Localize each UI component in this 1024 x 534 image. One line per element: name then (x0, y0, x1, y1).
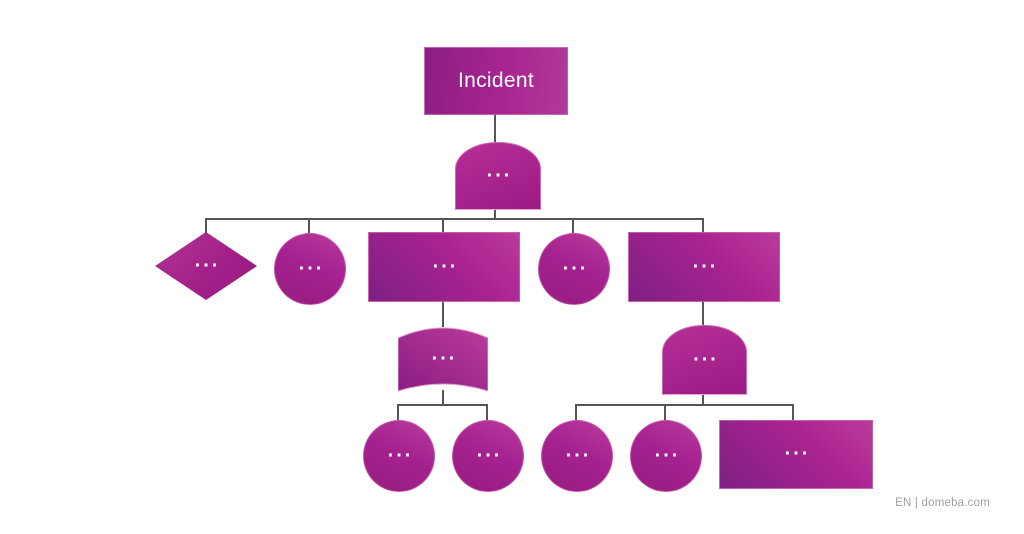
connector-bus-left-group (397, 404, 488, 406)
connector-stub-circle-5 (575, 405, 577, 420)
node-circle-6: ... (630, 420, 702, 492)
node-rect-3: ... (719, 420, 873, 489)
node-circle-6-label: ... (654, 438, 681, 461)
connector-stub-rect-3 (792, 405, 794, 420)
node-branch-dome-top-label: ... (486, 158, 513, 181)
node-circle-1: ... (274, 233, 346, 305)
connector-stub-circle-6 (664, 405, 666, 420)
node-stored-data: ... (398, 326, 488, 392)
node-circle-1-label: ... (298, 251, 325, 274)
connector-bus-right-group (575, 404, 794, 406)
node-circle-4-label: ... (476, 438, 503, 461)
node-circle-5: ... (541, 420, 613, 492)
node-branch-dome-top: ... (455, 142, 541, 210)
connector-rect2-to-dome2 (702, 300, 704, 325)
connector-stub-diamond (205, 219, 207, 233)
stored-data-shape (398, 327, 488, 392)
node-circle-3: ... (363, 420, 435, 492)
connector-rect1-to-stored (442, 300, 444, 327)
node-incident-label: Incident (458, 69, 534, 92)
node-rect-3-label: ... (784, 437, 811, 460)
node-rect-2: ... (628, 232, 780, 302)
node-circle-4: ... (452, 420, 524, 492)
node-decision-diamond: ... (155, 232, 257, 300)
node-rect-1-label: ... (432, 249, 459, 272)
connector-stored-to-bus (442, 390, 444, 405)
connector-stub-circle-4 (486, 405, 488, 420)
connector-bus-level2 (205, 218, 704, 220)
node-branch-dome-2-label: ... (693, 342, 719, 365)
connector-stub-rect-2 (702, 219, 704, 233)
connector-dome-to-bus (494, 208, 496, 219)
connector-root-to-dome (494, 113, 496, 142)
node-circle-5-label: ... (565, 438, 592, 461)
node-incident: Incident (424, 47, 568, 115)
node-decision-diamond-label: ... (194, 248, 221, 271)
node-stored-data-label: ... (431, 341, 458, 364)
node-circle-2-label: ... (562, 251, 589, 274)
node-circle-3-label: ... (387, 438, 414, 461)
node-rect-1: ... (368, 232, 520, 302)
connector-stub-circle-2 (572, 219, 574, 233)
node-circle-2: ... (538, 233, 610, 305)
node-rect-2-label: ... (692, 249, 719, 272)
connector-stub-circle-1 (308, 219, 310, 233)
connector-dome2-to-bus (702, 392, 704, 405)
node-branch-dome-2: ... (662, 325, 747, 395)
connector-stub-circle-3 (397, 405, 399, 420)
connector-stub-rect-1 (442, 219, 444, 233)
locale-branding-note: EN | domeba.com (895, 497, 990, 509)
